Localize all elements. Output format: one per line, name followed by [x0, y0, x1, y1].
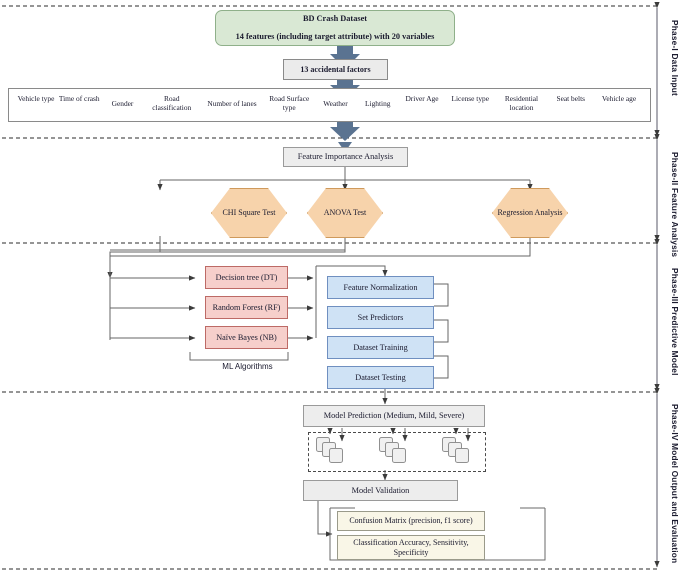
test-hexagon-regression: Regression Analysis	[492, 188, 568, 238]
document-icon	[392, 448, 406, 463]
factors-band	[8, 88, 651, 122]
factor-cell: Weather	[323, 99, 348, 108]
dataset-subtitle: 14 features (including target attribute)…	[235, 32, 435, 41]
ml-algorithms-caption: ML Algorithms	[222, 362, 273, 371]
metric-box-confusion-matrix: Confusion Matrix (precision, f1 score)	[337, 511, 485, 531]
output-doc-cluster	[379, 437, 419, 465]
feature-importance-box: Feature Importance Analysis	[283, 147, 408, 167]
factor-cell: Vehicle type	[17, 94, 55, 103]
accidental-factors-box: 13 accidental factors	[283, 59, 388, 80]
output-doc-cluster	[316, 437, 356, 465]
factor-cell: Driver Age	[405, 94, 439, 103]
algorithm-box-dt: Decision tree (DT)	[205, 266, 288, 289]
algorithm-box-nb: Naïve Bayes (NB)	[205, 326, 288, 349]
factor-cell: Road Surface type	[269, 94, 310, 113]
factor-cell: Seat belts	[556, 94, 586, 103]
factor-cell: Residential location	[504, 94, 539, 113]
dataset-title: BD Crash Dataset	[302, 14, 368, 24]
phase-label-4: Phase-IV Model Output and Evaluation	[670, 404, 680, 564]
phase-label-3: Phase-III Predictive Model	[670, 268, 680, 376]
output-doc-cluster	[442, 437, 482, 465]
model-prediction-box: Model Prediction (Medium, Mild, Severe)	[303, 405, 485, 427]
phase-label-2: Phase-II Feature Analysis	[670, 152, 680, 258]
algorithm-box-rf: Random Forest (RF)	[205, 296, 288, 319]
test-hexagon-anova: ANOVA Test	[307, 188, 383, 238]
model-validation-box: Model Validation	[303, 480, 458, 501]
factor-cell: Gender	[111, 99, 134, 108]
metric-box-accuracy: Classification Accuracy, Sensitivity, Sp…	[337, 535, 485, 560]
test-hexagon-chi: CHI Square Test	[211, 188, 287, 238]
factor-cell: Time of crash	[58, 94, 100, 103]
factor-cell: Road classification	[152, 94, 192, 113]
pipeline-box-normalization: Feature Normalization	[327, 276, 434, 299]
document-icon	[329, 448, 343, 463]
pipeline-box-predictors: Set Predictors	[327, 306, 434, 329]
factor-cell: License type	[451, 94, 490, 103]
pipeline-box-training: Dataset Training	[327, 336, 434, 359]
factor-cell: Number of lanes	[207, 99, 257, 108]
pipeline-box-testing: Dataset Testing	[327, 366, 434, 389]
factor-cell: Vehicle age	[601, 94, 637, 103]
phase-label-1: Phase-I Data Input	[670, 20, 680, 96]
dataset-box: BD Crash Dataset 14 features (including …	[215, 10, 455, 46]
factor-cell: Lighting	[365, 99, 391, 108]
prediction-output-band	[308, 432, 486, 472]
document-icon	[455, 448, 469, 463]
